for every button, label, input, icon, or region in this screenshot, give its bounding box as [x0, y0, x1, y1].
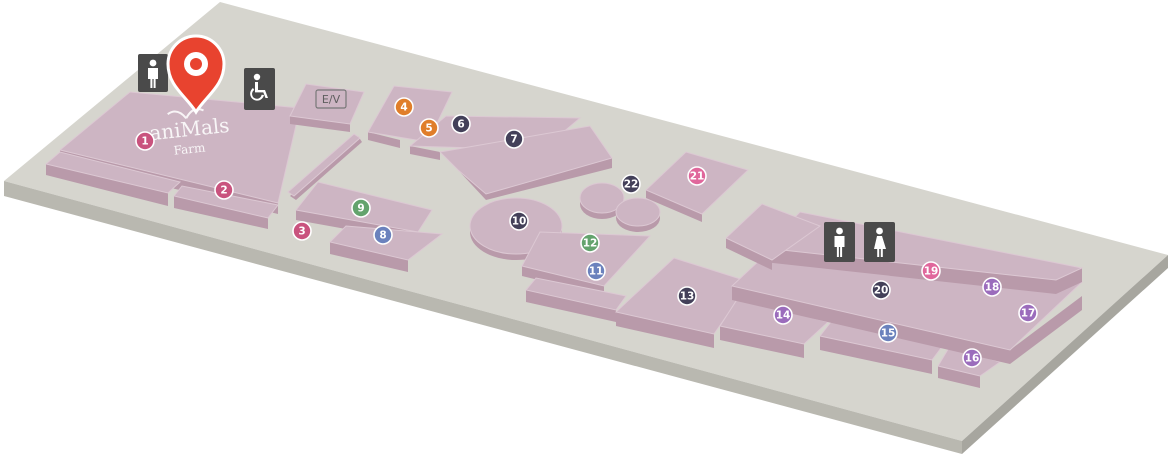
store-marker-badge[interactable]: [773, 305, 793, 325]
male-restroom-icon[interactable]: [824, 222, 855, 262]
store-marker-20[interactable]: 20: [871, 280, 891, 300]
store-marker-number: 6: [457, 119, 464, 131]
store-marker-16[interactable]: 16: [962, 348, 982, 368]
store-marker-17[interactable]: 17: [1018, 303, 1038, 323]
store-marker-2[interactable]: 2: [214, 180, 234, 200]
store-marker-number: 14: [776, 310, 791, 322]
store-marker-21[interactable]: 21: [687, 166, 707, 186]
store-marker-number: 17: [1021, 308, 1036, 320]
store-marker-6[interactable]: 6: [451, 114, 471, 134]
store-marker-3[interactable]: 3: [292, 221, 312, 241]
store-marker-badge[interactable]: [962, 348, 982, 368]
elevator-sign[interactable]: E/V: [315, 89, 347, 109]
store-marker-19[interactable]: 19: [921, 261, 941, 281]
store-marker-badge[interactable]: [135, 131, 155, 151]
store-marker-number: 5: [425, 123, 432, 135]
elevator-label: E/V: [322, 93, 341, 106]
store-block-7[interactable]: [438, 125, 613, 200]
store-marker-badge[interactable]: [921, 261, 941, 281]
store-marker-number: 22: [624, 179, 639, 191]
store-marker-14[interactable]: 14: [773, 305, 793, 325]
store-marker-badge[interactable]: [677, 286, 697, 306]
store-marker-number: 16: [965, 353, 980, 365]
store-marker-number: 19: [924, 266, 939, 278]
store-marker-badge[interactable]: [509, 211, 529, 231]
store-marker-number: 13: [680, 291, 695, 303]
store-marker-badge[interactable]: [351, 198, 371, 218]
male-restroom-icon[interactable]: [138, 54, 168, 92]
store-marker-badge[interactable]: [419, 118, 439, 138]
store-marker-badge[interactable]: [586, 261, 606, 281]
store-marker-badge[interactable]: [292, 221, 312, 241]
store-marker-badge[interactable]: [504, 129, 524, 149]
store-marker-15[interactable]: 15: [878, 323, 898, 343]
store-marker-13[interactable]: 13: [677, 286, 697, 306]
store-marker-badge[interactable]: [1018, 303, 1038, 323]
store-marker-number: 12: [583, 238, 598, 250]
store-marker-8[interactable]: 8: [373, 225, 393, 245]
store-block-11[interactable]: [525, 277, 627, 322]
store-marker-number: 8: [379, 230, 386, 242]
store-marker-number: 21: [690, 171, 705, 183]
store-marker-11[interactable]: 11: [586, 261, 606, 281]
store-block-1-front[interactable]: [44, 151, 182, 206]
store-marker-badge[interactable]: [373, 225, 393, 245]
wheelchair-accessible-icon[interactable]: [244, 68, 275, 110]
store-marker-5[interactable]: 5: [419, 118, 439, 138]
store-marker-1[interactable]: 1: [135, 131, 155, 151]
location-pin-icon[interactable]: [166, 34, 226, 115]
store-marker-number: 20: [874, 285, 889, 297]
store-marker-number: 1: [141, 136, 148, 148]
store-marker-badge[interactable]: [580, 233, 600, 253]
store-marker-badge[interactable]: [214, 180, 234, 200]
store-marker-badge[interactable]: [878, 323, 898, 343]
store-marker-number: 11: [589, 266, 604, 278]
store-marker-9[interactable]: 9: [351, 198, 371, 218]
store-marker-4[interactable]: 4: [394, 97, 414, 117]
female-restroom-icon[interactable]: [864, 222, 895, 262]
store-marker-10[interactable]: 10: [509, 211, 529, 231]
store-marker-number: 3: [298, 226, 305, 238]
store-marker-18[interactable]: 18: [982, 277, 1002, 297]
store-marker-badge[interactable]: [982, 277, 1002, 297]
store-marker-number: 18: [985, 282, 1000, 294]
store-marker-7[interactable]: 7: [504, 129, 524, 149]
store-marker-number: 9: [357, 203, 364, 215]
store-marker-badge[interactable]: [687, 166, 707, 186]
store-block-east-west-wing[interactable]: [725, 203, 822, 270]
logo-line2: Farm: [173, 140, 207, 157]
store-marker-badge[interactable]: [394, 97, 414, 117]
store-marker-number: 7: [510, 134, 517, 146]
store-marker-badge[interactable]: [621, 174, 641, 194]
store-marker-number: 15: [881, 328, 896, 340]
store-block-22[interactable]: [579, 182, 661, 232]
store-block-2[interactable]: [173, 185, 279, 229]
store-marker-badge[interactable]: [871, 280, 891, 300]
store-marker-number: 4: [400, 102, 407, 114]
store-marker-22[interactable]: 22: [621, 174, 641, 194]
store-marker-badge[interactable]: [451, 114, 471, 134]
corridor-strip: [287, 133, 362, 200]
store-marker-12[interactable]: 12: [580, 233, 600, 253]
store-marker-number: 2: [220, 185, 227, 197]
store-marker-number: 10: [512, 216, 527, 228]
